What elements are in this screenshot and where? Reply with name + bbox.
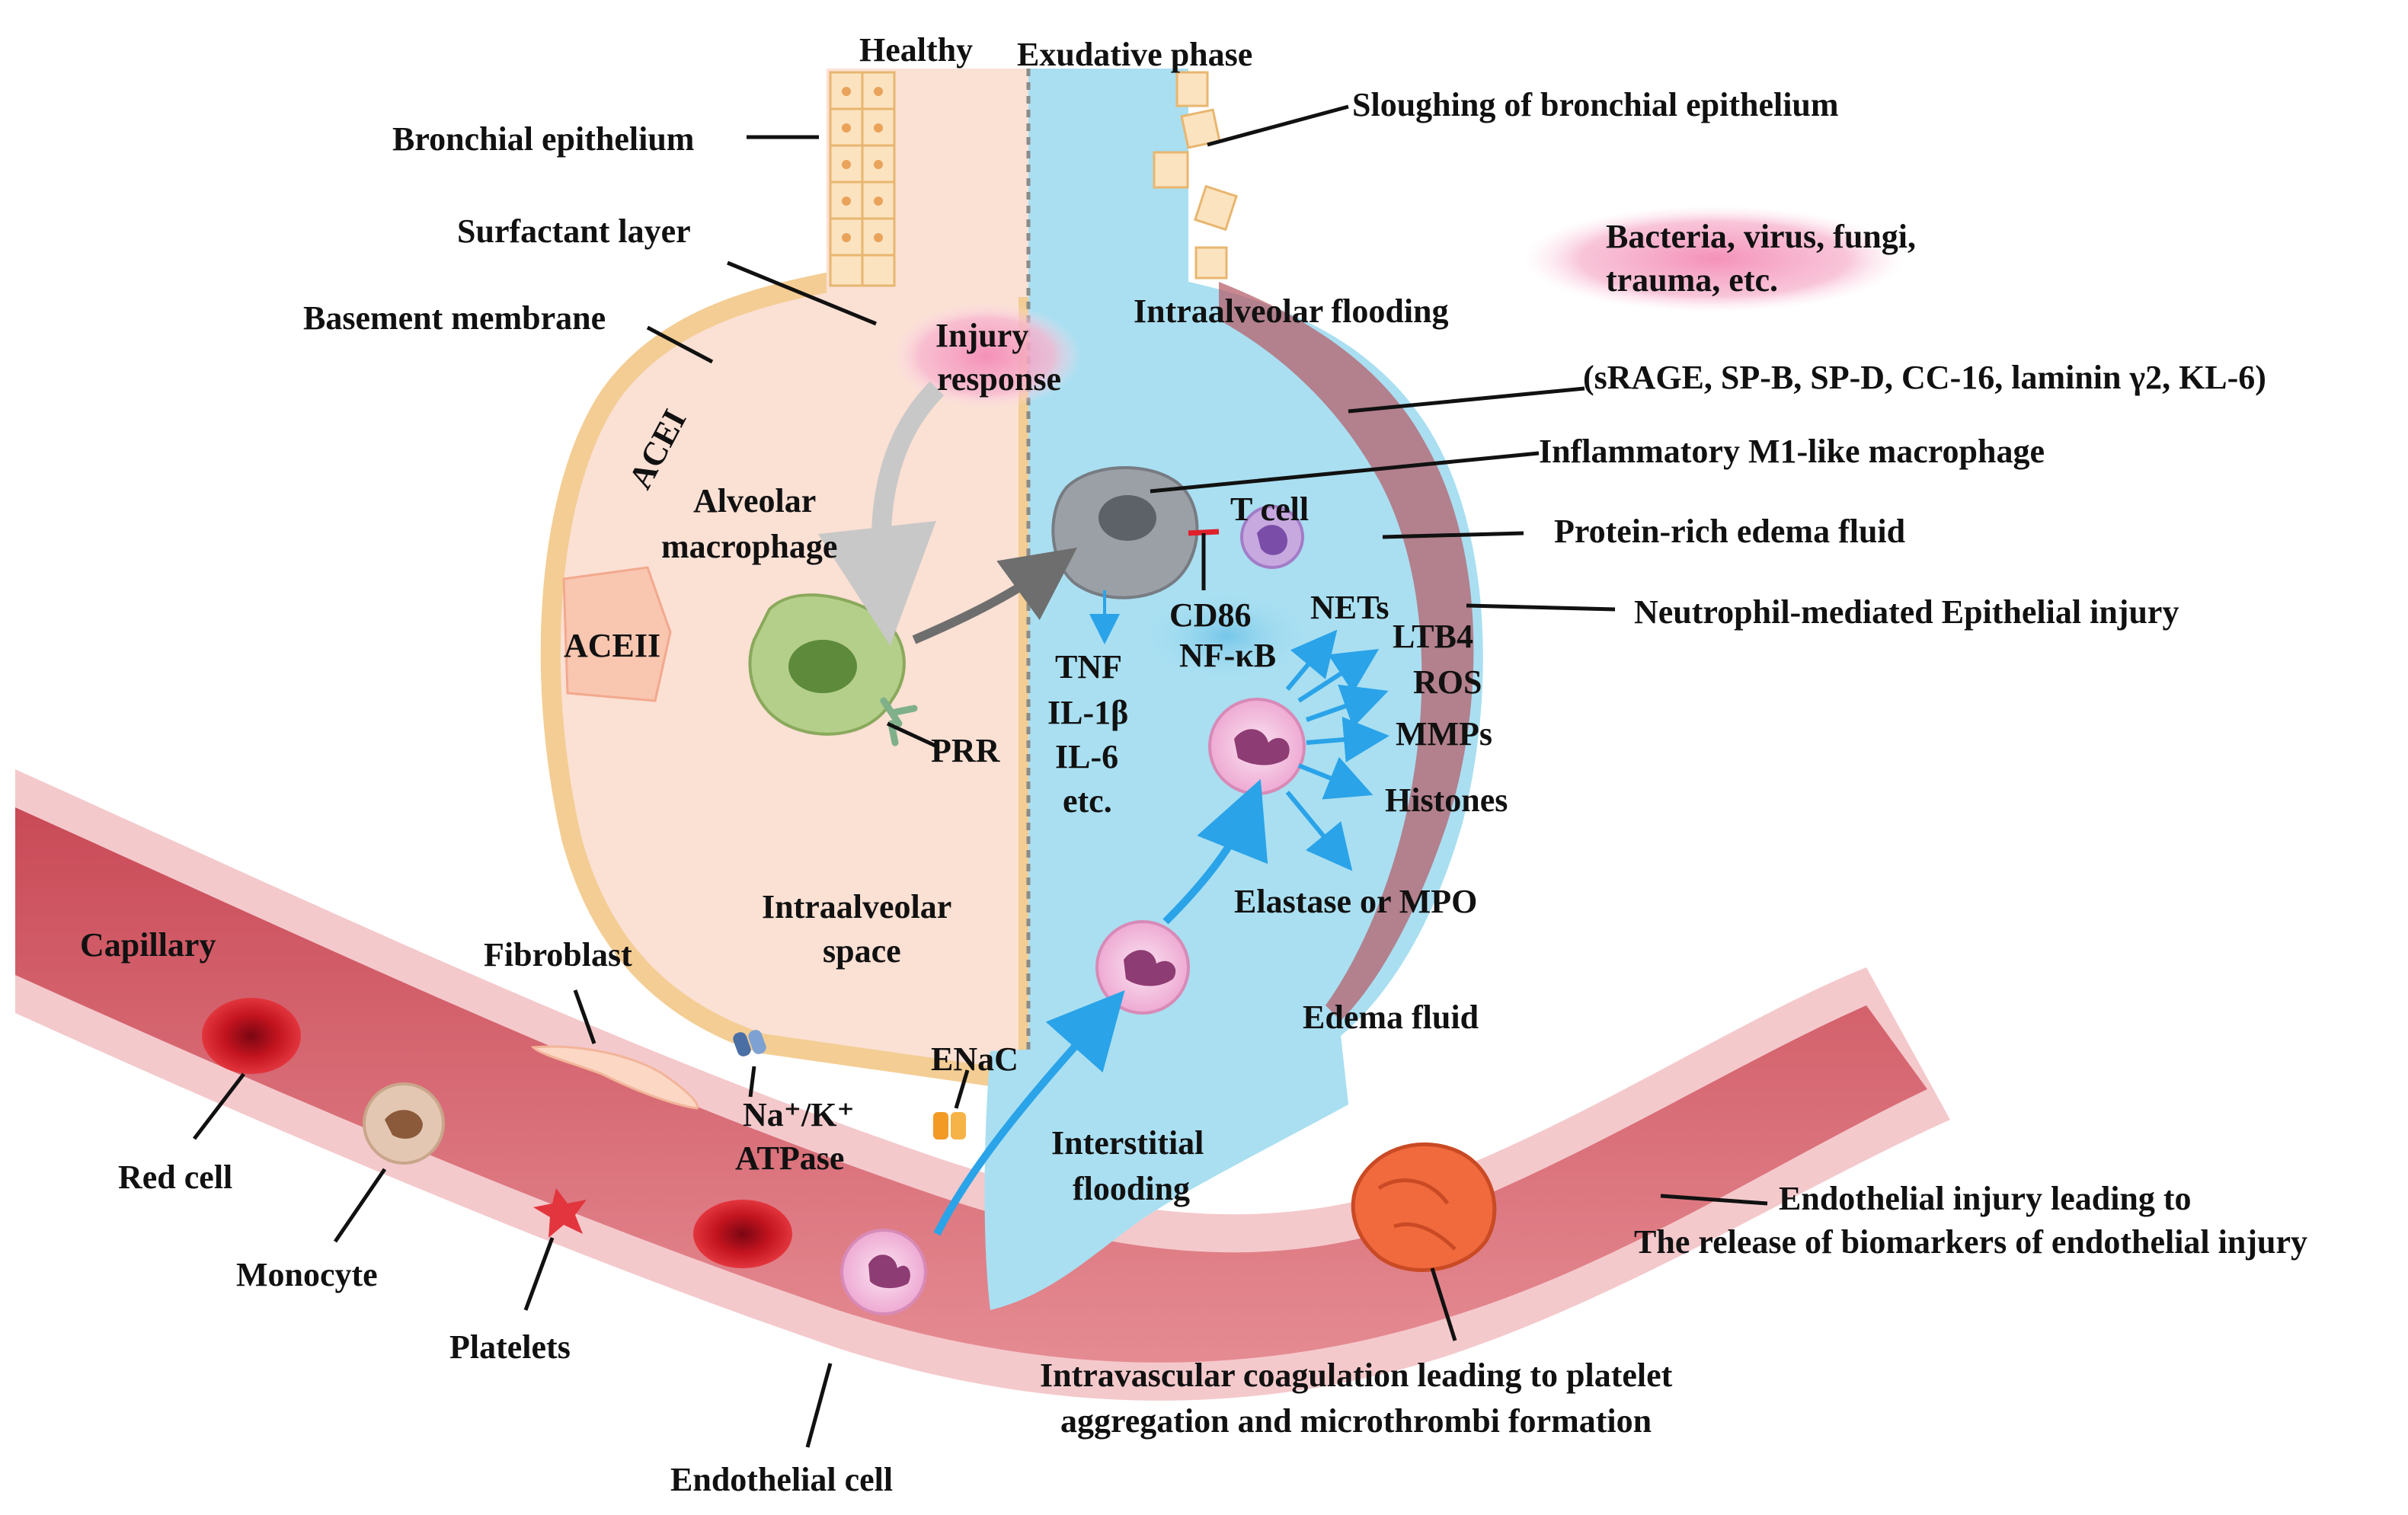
label-endothelial-injury-2: The release of biomarkers of endothelial…: [1634, 1223, 2307, 1261]
label-enac: ENaC: [931, 1040, 1019, 1078]
label-monocyte: Monocyte: [236, 1256, 378, 1293]
label-intraalveolar-space-1: Intraalveolar: [762, 888, 951, 925]
microthrombus: [1351, 1142, 1497, 1272]
label-surfactant-layer: Surfactant layer: [457, 213, 691, 250]
label-red-cell: Red cell: [118, 1159, 232, 1196]
fibroblast: [530, 1045, 699, 1110]
label-injury-response-2: response: [937, 360, 1061, 398]
m1-macrophage: [1051, 466, 1199, 599]
label-na-k-atpase-1: Na⁺/K⁺: [743, 1096, 855, 1133]
label-mediator-histones: Histones: [1385, 781, 1508, 819]
label-capillary: Capillary: [80, 926, 216, 964]
label-mediator-nets: NETs: [1310, 589, 1389, 626]
label-cytokine-tnf: TNF: [1055, 648, 1122, 686]
t-cell: [1240, 505, 1304, 569]
na-k-atpase-icon: [733, 1030, 766, 1056]
label-healthy: Healthy: [859, 31, 973, 69]
label-platelets: Platelets: [449, 1328, 571, 1366]
label-edema-fluid: Edema fluid: [1303, 999, 1479, 1036]
red-cell-2: [693, 1200, 792, 1268]
label-nfkb: NF-κB: [1179, 637, 1276, 674]
label-basement-membrane: Basement membrane: [303, 299, 606, 337]
sloughed-epithelium-cells: [1153, 71, 1238, 280]
cd86-interaction-bar: [1188, 529, 1220, 536]
bronchial-epithelium-cells: [829, 71, 896, 287]
label-protein-rich-edema: Protein-rich edema fluid: [1554, 513, 1905, 550]
platelet: [533, 1188, 587, 1238]
label-interstitial-flooding-1: Interstitial: [1051, 1124, 1204, 1162]
label-t-cell: T cell: [1230, 491, 1309, 528]
label-cytokine-il6: IL-6: [1055, 738, 1118, 775]
label-aceii: ACEII: [564, 627, 660, 664]
label-mediator-ltb4: LTB4: [1393, 618, 1473, 655]
macrophage-polarization-arrow: [912, 547, 1078, 644]
label-causes-1: Bacteria, virus, fungi,: [1606, 218, 1916, 255]
label-intraalveolar-space-2: space: [823, 932, 901, 970]
monocyte: [363, 1082, 445, 1165]
label-m1-macrophage: Inflammatory M1-like macrophage: [1539, 433, 2045, 470]
label-biomarkers: (sRAGE, SP-B, SP-D, CC-16, laminin γ2, K…: [1583, 359, 2266, 396]
label-cd86: CD86: [1169, 596, 1252, 634]
label-alveolar-macrophage-2: macrophage: [661, 528, 837, 565]
label-causes-2: trauma, etc.: [1606, 261, 1778, 299]
enac-icon: [933, 1112, 966, 1139]
label-intraalveolar-flooding: Intraalveolar flooding: [1134, 292, 1449, 330]
aceii-cell: [562, 566, 672, 702]
label-coagulation-1: Intravascular coagulation leading to pla…: [1040, 1357, 1673, 1394]
label-exudative-phase: Exudative phase: [1017, 36, 1252, 73]
label-neutrophil-injury: Neutrophil-mediated Epithelial injury: [1634, 593, 2179, 631]
injury-response-highlight: [891, 302, 1082, 409]
injury-response-arrow: [817, 381, 945, 646]
red-cell-1: [202, 998, 301, 1074]
activated-neutrophil: [1208, 698, 1306, 795]
label-prr: PRR: [931, 732, 1001, 769]
mediator-arrows: [1285, 629, 1389, 871]
label-mediator-ros: ROS: [1413, 663, 1482, 701]
label-endothelial-injury-1: Endothelial injury leading to: [1779, 1180, 2192, 1217]
label-mediator-elastase: Elastase or MPO: [1234, 883, 1477, 920]
label-bronchial-epithelium: Bronchial epithelium: [392, 120, 694, 158]
label-cytokine-il1b: IL-1β: [1047, 694, 1128, 731]
labels: Healthy Exudative phase Bronchial epithe…: [80, 31, 2307, 1498]
interstitial-edema: [984, 1036, 1348, 1310]
vessel-neutrophil: [840, 1229, 927, 1315]
label-na-k-atpase-2: ATPase: [735, 1139, 844, 1177]
transmigration-arrow-1: [933, 990, 1125, 1236]
leader-lines: [193, 104, 1768, 1448]
label-cytokine-etc: etc.: [1063, 782, 1112, 820]
label-sloughing: Sloughing of bronchial epithelium: [1352, 86, 1839, 123]
label-mediator-mmps: MMPs: [1396, 715, 1492, 753]
label-fibroblast: Fibroblast: [484, 936, 632, 973]
label-endothelial-cell: Endothelial cell: [670, 1461, 893, 1498]
causes-highlight: [1524, 206, 1904, 312]
label-coagulation-2: aggregation and microthrombi formation: [1060, 1402, 1652, 1440]
label-alveolar-macrophage-1: Alveolar: [693, 482, 816, 519]
label-injury-response-1: Injury: [935, 317, 1028, 354]
migrating-neutrophil: [1095, 920, 1190, 1015]
label-interstitial-flooding-2: flooding: [1073, 1170, 1190, 1207]
cd86-highlight: [1143, 590, 1310, 682]
transmigration-arrow-2: [1162, 778, 1268, 925]
